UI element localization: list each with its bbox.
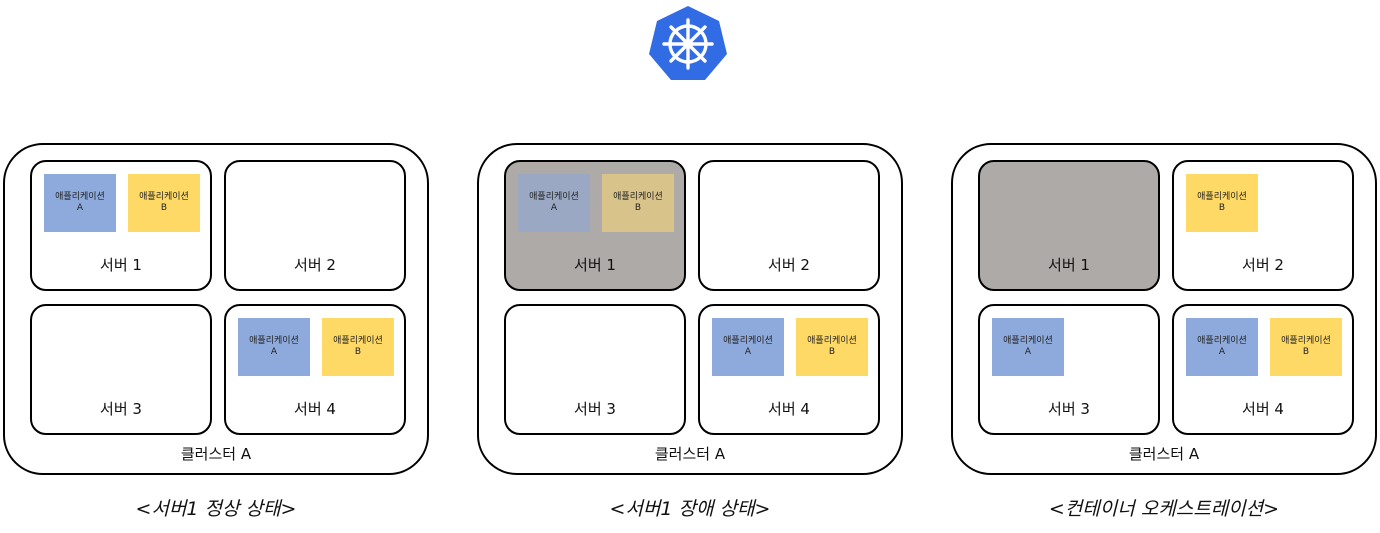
- app-a-box: 애플리케이션 A: [1186, 318, 1258, 376]
- server-label: 서버 4: [1242, 400, 1284, 418]
- app-b-id: B: [160, 203, 168, 213]
- app-a-label: 애플리케이션: [249, 336, 299, 346]
- app-b-box: 애플리케이션 B: [1270, 318, 1342, 376]
- app-b-box: 애플리케이션 B: [322, 318, 394, 376]
- server-1-failed: 애플리케이션 A 애플리케이션 B 서버 1: [504, 160, 686, 291]
- app-a-id: A: [1024, 347, 1032, 357]
- cluster-panel-normal: 애플리케이션 A 애플리케이션 B 서버 1 서버 2 서버 3 애플리케이션 …: [3, 143, 429, 475]
- cluster-label: 클러스터 A: [654, 445, 726, 463]
- app-b-id: B: [354, 347, 362, 357]
- server-4: 애플리케이션 A 애플리케이션 B 서버 4: [698, 304, 880, 435]
- server-label: 서버 3: [1048, 400, 1090, 418]
- app-b-id: B: [634, 203, 642, 213]
- app-b-box: 애플리케이션 B: [1186, 174, 1258, 232]
- app-a-label: 애플리케이션: [529, 192, 579, 202]
- app-b-box: 애플리케이션 B: [796, 318, 868, 376]
- app-a-label: 애플리케이션: [1197, 336, 1247, 346]
- app-b-id: B: [1218, 203, 1226, 213]
- kubernetes-logo-icon: [649, 6, 727, 80]
- cluster-panel-orchestration: 서버 1 애플리케이션 B 서버 2 애플리케이션 A 서버 3 애플리케이션 …: [951, 143, 1377, 475]
- app-b-box: 애플리케이션 B: [128, 174, 200, 232]
- server-3: 서버 3: [504, 304, 686, 435]
- server-3: 애플리케이션 A 서버 3: [978, 304, 1160, 435]
- app-a-box: 애플리케이션 A: [992, 318, 1064, 376]
- panel-caption-failure: <서버1 장애 상태>: [609, 498, 771, 520]
- cluster-label: 클러스터 A: [180, 445, 252, 463]
- server-label: 서버 2: [294, 256, 336, 274]
- app-a-box: 애플리케이션 A: [712, 318, 784, 376]
- app-a-label: 애플리케이션: [723, 336, 773, 346]
- panel-caption-orchestration: <컨테이너 오케스트레이션>: [1048, 498, 1280, 520]
- server-label: 서버 1: [1048, 256, 1090, 274]
- server-1: 애플리케이션 A 애플리케이션 B 서버 1: [30, 160, 212, 291]
- server-label: 서버 1: [100, 256, 142, 274]
- app-a-id: A: [550, 203, 558, 213]
- server-2: 서버 2: [224, 160, 406, 291]
- app-b-label: 애플리케이션: [613, 192, 663, 202]
- panel-caption-normal: <서버1 정상 상태>: [135, 498, 297, 520]
- app-a-label: 애플리케이션: [55, 192, 105, 202]
- server-label: 서버 4: [294, 400, 336, 418]
- server-label: 서버 3: [100, 400, 142, 418]
- app-a-box: 애플리케이션 A: [518, 174, 590, 232]
- app-b-label: 애플리케이션: [1197, 192, 1247, 202]
- app-b-id: B: [1302, 347, 1310, 357]
- app-b-label: 애플리케이션: [807, 336, 857, 346]
- app-a-id: A: [744, 347, 752, 357]
- app-b-id: B: [828, 347, 836, 357]
- app-b-box: 애플리케이션 B: [602, 174, 674, 232]
- app-a-box: 애플리케이션 A: [44, 174, 116, 232]
- server-3: 서버 3: [30, 304, 212, 435]
- app-a-box: 애플리케이션 A: [238, 318, 310, 376]
- app-b-label: 애플리케이션: [333, 336, 383, 346]
- server-label: 서버 1: [574, 256, 616, 274]
- app-b-label: 애플리케이션: [1281, 336, 1331, 346]
- app-a-id: A: [1218, 347, 1226, 357]
- server-label: 서버 3: [574, 400, 616, 418]
- app-a-id: A: [270, 347, 278, 357]
- server-2: 서버 2: [698, 160, 880, 291]
- server-1-failed: 서버 1: [978, 160, 1160, 291]
- server-label: 서버 2: [768, 256, 810, 274]
- server-4: 애플리케이션 A 애플리케이션 B 서버 4: [224, 304, 406, 435]
- server-2: 애플리케이션 B 서버 2: [1172, 160, 1354, 291]
- app-a-id: A: [76, 203, 84, 213]
- server-label: 서버 4: [768, 400, 810, 418]
- server-4: 애플리케이션 A 애플리케이션 B 서버 4: [1172, 304, 1354, 435]
- cluster-panel-failure: 애플리케이션 A 애플리케이션 B 서버 1 서버 2 서버 3 애플리케이션 …: [477, 143, 903, 475]
- app-b-label: 애플리케이션: [139, 192, 189, 202]
- cluster-label: 클러스터 A: [1128, 445, 1200, 463]
- app-a-label: 애플리케이션: [1003, 336, 1053, 346]
- server-label: 서버 2: [1242, 256, 1284, 274]
